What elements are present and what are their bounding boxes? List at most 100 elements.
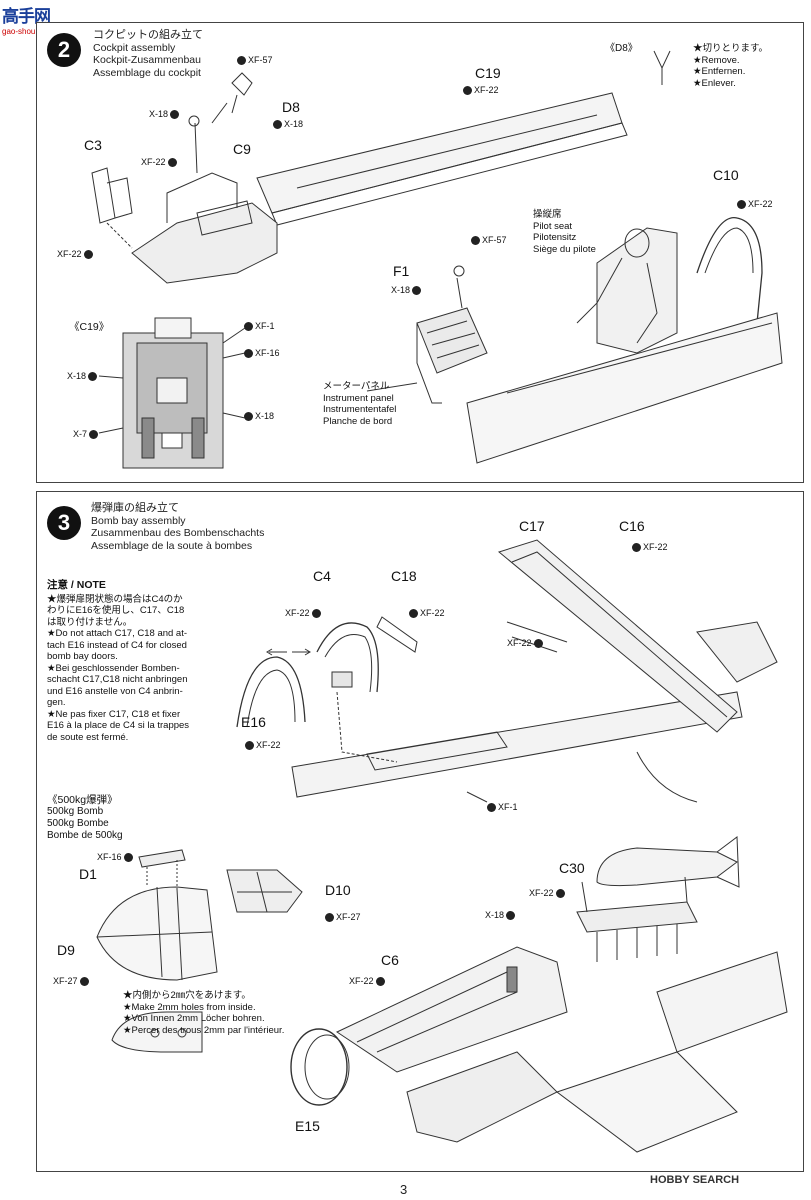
holes-note-jp: ★内側から2㎜穴をあけます。 xyxy=(123,990,251,1001)
note-line: ★Bei geschlossender Bomben- xyxy=(47,662,180,674)
paint-xf1-floor: XF-1 xyxy=(487,802,518,812)
paint-xf22-c30: XF-22 xyxy=(529,888,565,898)
paint-dot-icon xyxy=(311,608,321,618)
part-c17: C17 xyxy=(519,518,545,534)
holes-note-fr: ★Percer des trous 2mm par l'intérieur. xyxy=(123,1024,285,1036)
inset-paint-xf1: XF-1 xyxy=(244,321,275,331)
part-d1: D1 xyxy=(79,866,97,882)
paint-dot-icon xyxy=(237,55,246,65)
instrument-panel-label: メーターパネル Instrument panel Instrumententaf… xyxy=(323,381,396,427)
inset-paint-x7: X-7 xyxy=(73,429,99,439)
paint-xf27-d9: XF-27 xyxy=(53,976,89,986)
inset-paint-xf16: XF-16 xyxy=(244,348,280,358)
paint-xf22-c18: XF-22 xyxy=(409,608,445,618)
instrument-panel-en: Instrument panel xyxy=(323,392,394,404)
step2-number: 2 xyxy=(47,33,81,67)
paint-dot-icon xyxy=(79,976,89,986)
remove-note-de: ★Entfernen. xyxy=(693,66,746,77)
bomb-name-de: 500kg Bombe xyxy=(47,818,109,829)
note-line: は取り付けません。 xyxy=(47,616,133,628)
step3-title-de: Zusammenbau des Bombenschachts xyxy=(91,527,265,539)
part-c18: C18 xyxy=(391,568,417,584)
step2-drawing xyxy=(91,50,783,469)
pilot-seat-fr: Siège du pilote xyxy=(533,243,596,255)
paint-x18-stick: X-18 xyxy=(149,109,180,119)
part-c10: C10 xyxy=(713,167,739,183)
logo-sub: gao-shou.com xyxy=(2,27,53,36)
paint-xf22-c4: XF-22 xyxy=(285,608,321,618)
paint-xf22-c17: XF-22 xyxy=(507,638,543,648)
paint-x18-f1: X-18 xyxy=(391,285,422,295)
paint-dot-icon xyxy=(244,348,253,358)
part-f1: F1 xyxy=(393,263,410,279)
part-e15: E15 xyxy=(295,1118,320,1134)
part-c9: C9 xyxy=(233,141,251,157)
bomb-names: 500kg Bomb 500kg Bombe Bombe de 500kg xyxy=(47,806,123,842)
paint-dot-icon xyxy=(487,802,496,812)
part-c16: C16 xyxy=(619,518,645,534)
note-line: わりにE16を使用し、C17、C18 xyxy=(47,605,185,616)
paint-dot-icon xyxy=(412,285,422,295)
d8-inset-label: 《D8》 xyxy=(605,43,638,54)
paint-dot-icon xyxy=(471,235,480,245)
paint-dot-icon xyxy=(273,119,282,129)
note-line: E16 à la place de C4 si la trappes xyxy=(47,720,190,731)
hobby-search-watermark: HOBBY SEARCH xyxy=(650,1174,740,1186)
site-logo: 高手网 gao-shou.com xyxy=(2,2,72,36)
inset-paint-x18-right: X-18 xyxy=(244,411,274,421)
note-line: bomb bay doors. xyxy=(47,651,118,662)
paint-dot-icon xyxy=(325,912,334,922)
step3-panel: 3 爆弾庫の組み立て Bomb bay assembly Zusammenbau… xyxy=(36,491,804,1172)
step2-title-de: Kockpit-Zusammenbau xyxy=(93,54,201,66)
paint-dot-icon xyxy=(506,910,516,920)
note-line: tach E16 instead of C4 for closed xyxy=(47,639,187,651)
paint-dot-icon xyxy=(244,411,253,421)
step2-title: コクピットの組み立て Cockpit assembly Kockpit-Zusa… xyxy=(93,29,203,79)
paint-xf57-d8: XF-57 xyxy=(237,55,273,65)
paint-dot-icon xyxy=(244,321,253,331)
part-d9: D9 xyxy=(57,942,75,958)
paint-dot-icon xyxy=(463,85,472,95)
paint-xf22-c9: XF-22 xyxy=(141,157,177,167)
part-c19: C19 xyxy=(475,65,501,81)
paint-dot-icon xyxy=(83,249,93,259)
step3-number: 3 xyxy=(47,506,81,540)
inset-paint-x18-left: X-18 xyxy=(67,371,98,381)
bomb-name-fr: Bombe de 500kg xyxy=(47,830,123,841)
paint-xf22-e16: XF-22 xyxy=(245,740,281,750)
note-line: ★Ne pas fixer C17, C18 et fixer xyxy=(47,708,181,720)
remove-note-fr: ★Enlever. xyxy=(693,77,736,89)
note-line: ★Do not attach C17, C18 and at- xyxy=(47,628,188,639)
bomb-heading: 《500kg爆弾》 xyxy=(47,794,118,806)
paint-dot-icon xyxy=(245,740,254,750)
part-c4: C4 xyxy=(313,568,331,584)
pilot-seat-en: Pilot seat xyxy=(533,220,573,232)
paint-dot-icon xyxy=(409,608,418,618)
part-c6: C6 xyxy=(381,952,399,968)
note-line: gen. xyxy=(47,697,66,708)
step2-title-fr: Assemblage du cockpit xyxy=(93,66,201,79)
paint-xf22-c6: XF-22 xyxy=(349,976,385,986)
paint-dot-icon xyxy=(88,371,98,381)
paint-xf16-d1: XF-16 xyxy=(97,852,133,862)
note-line: schacht C17,C18 nicht anbringen xyxy=(47,674,188,685)
paint-xf22-c16: XF-22 xyxy=(632,542,668,552)
step2-panel: 2 コクピットの組み立て Cockpit assembly Kockpit-Zu… xyxy=(36,22,804,483)
instrument-panel-jp: メーターパネル xyxy=(323,381,390,392)
instrument-panel-de: Instrumententafel xyxy=(323,404,397,415)
part-d8: D8 xyxy=(282,99,300,115)
paint-dot-icon xyxy=(89,429,99,439)
paint-x18-d8: X-18 xyxy=(273,119,303,129)
step3-title: 爆弾庫の組み立て Bomb bay assembly Zusammenbau d… xyxy=(91,502,264,552)
bomb-bay-note: 注意 / NOTE ★爆弾扉閉状態の場合はC4のか わりにE16を使用し、C17… xyxy=(47,579,190,743)
note-line: ★爆弾扉閉状態の場合はC4のか xyxy=(47,593,183,605)
note-line: und E16 anstelle von C4 anbrin- xyxy=(47,685,183,697)
paint-dot-icon xyxy=(170,109,180,119)
c19-inset-label: 《C19》 xyxy=(69,321,110,333)
paint-x18-c6: X-18 xyxy=(485,910,516,920)
paint-dot-icon xyxy=(555,888,565,898)
part-e16: E16 xyxy=(241,714,266,730)
pilot-seat-de: Pilotensitz xyxy=(533,232,577,243)
part-c30: C30 xyxy=(559,860,585,876)
holes-note-de: ★Von Innen 2mm Löcher bohren. xyxy=(123,1013,265,1024)
